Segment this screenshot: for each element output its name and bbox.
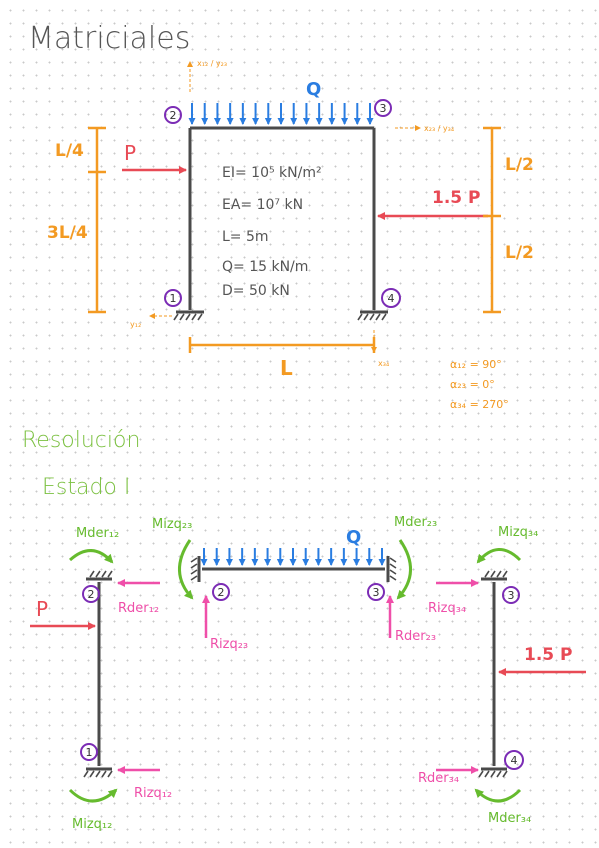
top-frame: Q 2 3 1 4 x₁₂ / y₂₃ x₂₃ / y₃₄ y₁ bbox=[47, 59, 534, 411]
dim-l4-label: L/4 bbox=[55, 141, 84, 161]
reaction-rder12-label: Rder₁₂ bbox=[118, 601, 159, 616]
right-node-3-label: 3 bbox=[508, 589, 515, 602]
moment-mizq23-arrow bbox=[178, 539, 194, 600]
beam-node-3-label: 3 bbox=[373, 586, 380, 599]
beam-node-2-label: 2 bbox=[218, 586, 225, 599]
moment-mder23-arrow bbox=[396, 539, 412, 600]
moment-mizq34-label: Mizq₃₄ bbox=[498, 525, 538, 540]
node-2-label: 2 bbox=[170, 109, 177, 122]
beam-distributed-load-arrows bbox=[200, 548, 386, 566]
beam-node-3-marker: 3 bbox=[367, 583, 385, 601]
moment-mder34-arrow bbox=[474, 788, 522, 803]
point-load-p-label: P bbox=[124, 141, 136, 165]
page-title: Matriciales bbox=[28, 21, 190, 56]
load-q-label: Q bbox=[306, 79, 321, 100]
right-node-3-marker: 3 bbox=[502, 586, 520, 604]
material-properties: EI= 10⁵ kN/m² EA= 10⁷ kN L= 5m Q= 15 kN/… bbox=[222, 165, 322, 299]
moment-mder12-label: Mder₁₂ bbox=[76, 526, 119, 541]
beam-right-support bbox=[386, 556, 397, 582]
moment-mizq12-arrow bbox=[68, 788, 118, 803]
point-load-15p-label: 1.5 P bbox=[432, 188, 481, 208]
angle-34: α₃₄ = 270° bbox=[450, 398, 509, 411]
property-q: Q= 15 kN/m bbox=[222, 259, 308, 275]
node-3-label: 3 bbox=[380, 102, 387, 115]
left-dimension bbox=[88, 126, 106, 314]
reaction-rizq23-label: Rizq₂₃ bbox=[210, 637, 248, 652]
angle-23: α₂₃ = 0° bbox=[450, 378, 495, 391]
state1-load-15p-label: 1.5 P bbox=[524, 645, 573, 665]
dim-l-label: L bbox=[280, 356, 293, 380]
left-member-bottom-support bbox=[83, 767, 113, 778]
node-1-label: 1 bbox=[170, 292, 177, 305]
state1-left-member: 2 1 P Mder₁₂ Rder₁₂ Rizq₁₂ Mizq₁₂ bbox=[30, 526, 172, 832]
fixed-support-left bbox=[173, 310, 204, 321]
right-dimension bbox=[483, 126, 501, 314]
node-2-marker: 2 bbox=[164, 106, 182, 124]
node-3-marker: 3 bbox=[374, 99, 392, 117]
reaction-rizq12-label: Rizq₁₂ bbox=[134, 786, 172, 801]
node-4-label: 4 bbox=[388, 292, 395, 305]
beam-node-2-marker: 2 bbox=[212, 583, 230, 601]
beam-left-support bbox=[190, 556, 201, 582]
property-d: D= 50 kN bbox=[222, 283, 290, 299]
distributed-load-arrows bbox=[188, 103, 374, 125]
property-ei: EI= 10⁵ kN/m² bbox=[222, 165, 322, 181]
axis-label-node1: y₁₂ bbox=[130, 320, 141, 329]
dim-3l4-label: 3L/4 bbox=[47, 223, 88, 243]
property-l: L= 5m bbox=[222, 229, 269, 245]
axis-label-node3: x₂₃ / y₃₄ bbox=[424, 124, 454, 133]
axis-label-node2: x₁₂ / y₂₃ bbox=[197, 59, 227, 68]
node-1-marker: 1 bbox=[164, 289, 182, 307]
moment-mizq23-label: Mizq₂₃ bbox=[152, 517, 192, 532]
right-member-top-support bbox=[481, 570, 508, 581]
axis-label-node4: x₃₄ bbox=[378, 359, 389, 368]
resolution-heading: Resolución bbox=[22, 428, 140, 453]
reaction-rder34-label: Rder₃₄ bbox=[418, 771, 459, 786]
local-axis-node2: x₁₂ / y₂₃ bbox=[187, 59, 227, 92]
moment-mizq12-label: Mizq₁₂ bbox=[72, 817, 112, 832]
left-node-2-label: 2 bbox=[88, 588, 95, 601]
moment-mizq34-arrow bbox=[476, 548, 522, 564]
state1-beam: Q 2 3 Mizq₂₃ Mder₂₃ Rizq₂₃ Rder₂₃ bbox=[152, 515, 437, 652]
bottom-dimension bbox=[188, 337, 376, 353]
state1-right-member: 3 4 Mizq₃₄ Rizq₃₄ 1.5 P Rder₃₄ Mder₃₄ bbox=[418, 525, 586, 826]
left-node-1-label: 1 bbox=[86, 746, 93, 759]
dim-l2-top-label: L/2 bbox=[505, 155, 534, 175]
left-node-1-marker: 1 bbox=[80, 743, 98, 761]
left-node-2-marker: 2 bbox=[82, 585, 100, 603]
local-axis-node3: x₂₃ / y₃₄ bbox=[395, 124, 454, 133]
state1-load-p-label: P bbox=[36, 597, 48, 621]
moment-mder23-label: Mder₂₃ bbox=[394, 515, 437, 530]
moment-mder34-label: Mder₃₄ bbox=[488, 811, 531, 826]
node-4-marker: 4 bbox=[381, 288, 401, 308]
right-node-4-marker: 4 bbox=[504, 750, 524, 770]
moment-mder12-arrow bbox=[68, 549, 114, 564]
member-angles: α₁₂ = 90° α₂₃ = 0° α₃₄ = 270° bbox=[450, 358, 509, 411]
local-axis-node4: x₃₄ bbox=[371, 330, 389, 368]
left-member-top-support bbox=[86, 570, 113, 581]
right-member-bottom-support bbox=[478, 767, 508, 778]
local-axis-node1: y₁₂ bbox=[130, 313, 172, 329]
state-heading: Estado I bbox=[42, 475, 130, 500]
reaction-rder23-label: Rder₂₃ bbox=[395, 629, 436, 644]
dim-l2-bottom-label: L/2 bbox=[505, 243, 534, 263]
right-node-4-label: 4 bbox=[511, 754, 518, 767]
beam-load-q-label: Q bbox=[346, 527, 361, 548]
reaction-rizq34-label: Rizq₃₄ bbox=[428, 601, 466, 616]
property-ea: EA= 10⁷ kN bbox=[222, 197, 303, 213]
fixed-support-right bbox=[357, 310, 388, 321]
angle-12: α₁₂ = 90° bbox=[450, 358, 502, 371]
